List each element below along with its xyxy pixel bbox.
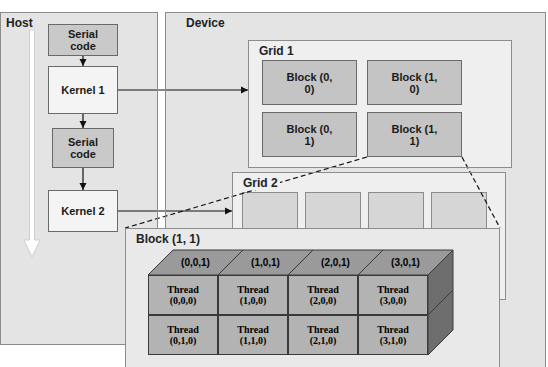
- flow-arrow: [82, 168, 83, 190]
- panel-heading: Grid 1: [257, 44, 296, 58]
- thread-cell: Thread (2,1,0): [288, 315, 358, 355]
- flow-arrow: [118, 210, 232, 211]
- box-label: Block (1, 0): [390, 71, 440, 95]
- box-label: Block (0, 0): [285, 71, 335, 95]
- thread-index-label: (3,0,1): [391, 257, 420, 269]
- panel-heading: Block (1, 1): [134, 232, 202, 246]
- box-label: Thread (3,0,0): [370, 284, 416, 306]
- thread-cell: Thread (3,0,0): [358, 275, 428, 315]
- panel-heading: Host: [4, 16, 35, 30]
- box-label: Thread (1,1,0): [230, 324, 276, 346]
- process-box: Block (1, 1): [367, 112, 462, 157]
- block-detail-panel: Block (1, 1) Thread (0,0,0) Thread (1,0,0)…: [125, 228, 500, 367]
- thread-cell: Thread (3,1,0): [358, 315, 428, 355]
- box-label: Thread (2,1,0): [300, 324, 346, 346]
- box-label: Thread (3,1,0): [370, 324, 416, 346]
- box-label: Thread (2,0,0): [300, 284, 346, 306]
- flow-arrow: [118, 89, 248, 90]
- box-label: Serial code: [61, 136, 105, 160]
- process-box: Serial code: [48, 24, 118, 56]
- box-label: Kernel 1: [61, 84, 104, 96]
- box-label: Block (1, 1): [390, 123, 440, 147]
- thread-index-label: (2,0,1): [321, 257, 350, 269]
- thread-index-label: (1,0,1): [251, 257, 280, 269]
- process-box: Block (1, 0): [367, 60, 462, 105]
- grid-fill: [248, 40, 512, 168]
- box-label: Thread (0,1,0): [160, 324, 206, 346]
- process-box: Serial code: [52, 128, 114, 168]
- panel-heading: Grid 2: [241, 176, 280, 190]
- thread-cell: Thread (1,0,0): [218, 275, 288, 315]
- box-label: Kernel 2: [61, 205, 104, 217]
- box-label: Block (0, 1): [285, 123, 335, 147]
- panel-heading: Device: [184, 16, 227, 30]
- thread-cell: Thread (1,1,0): [218, 315, 288, 355]
- process-box: Block (0, 0): [262, 60, 357, 105]
- box-label: Thread (0,0,0): [160, 284, 206, 306]
- region-panel: Grid 1 Block (0, 0) Block (1, 0) Block (0, …: [248, 40, 512, 168]
- flow-arrow: [82, 56, 83, 66]
- thread-cell: Thread (2,0,0): [288, 275, 358, 315]
- process-box: Kernel 1: [48, 66, 118, 114]
- thread-cell: Thread (0,0,0): [148, 275, 218, 315]
- box-label: Thread (1,0,0): [230, 284, 276, 306]
- box-label: Serial code: [61, 28, 105, 52]
- time-arrow: [24, 30, 40, 257]
- cube-side-face: [428, 290, 453, 355]
- flow-arrow: [82, 114, 83, 128]
- thread-cell: Thread (0,1,0): [148, 315, 218, 355]
- thread-index-label: (0,0,1): [181, 257, 210, 269]
- process-box: Kernel 2: [48, 190, 118, 232]
- process-box: Block (0, 1): [262, 112, 357, 157]
